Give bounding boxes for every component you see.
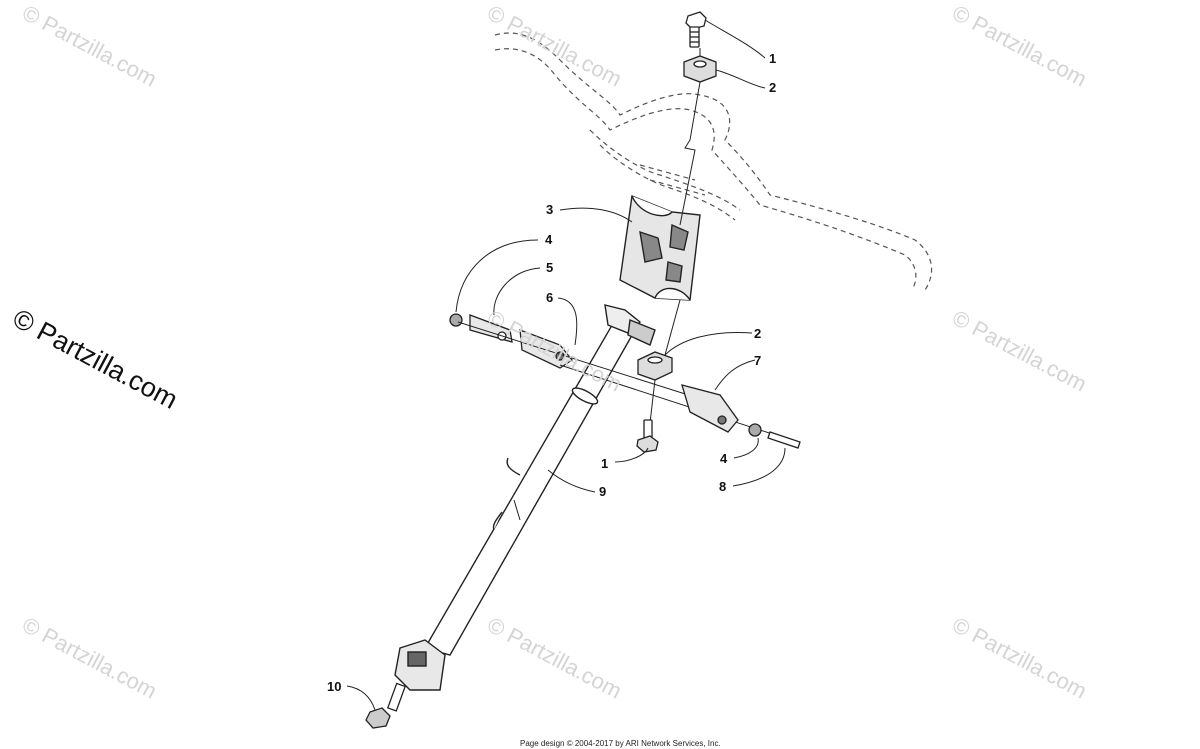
leader-lines xyxy=(346,19,786,711)
callout-8: 8 xyxy=(719,479,727,494)
centerline xyxy=(679,48,701,226)
callout-4-left: 4 xyxy=(545,232,553,247)
callout-1-top: 1 xyxy=(769,51,777,66)
steering-post xyxy=(423,304,656,656)
bolt-top xyxy=(685,11,707,48)
left-linkage xyxy=(449,313,573,369)
footer-credit: Page design © 2004-2017 by ARI Network S… xyxy=(520,739,721,748)
callout-9: 9 xyxy=(599,484,607,499)
bolt-lower xyxy=(636,419,659,453)
callout-10: 10 xyxy=(327,679,342,694)
callout-1-lower: 1 xyxy=(601,456,609,471)
link-rod xyxy=(457,321,721,406)
handlebar-outline xyxy=(494,32,933,291)
callout-5: 5 xyxy=(546,260,554,275)
callout-7: 7 xyxy=(754,353,762,368)
clamp-lower xyxy=(637,351,673,381)
callout-6: 6 xyxy=(546,290,554,305)
callout-4-right: 4 xyxy=(720,451,728,466)
bolt-bottom xyxy=(365,682,406,729)
right-linkage xyxy=(681,384,801,449)
clamp-top xyxy=(683,55,717,83)
callout-3: 3 xyxy=(546,202,554,217)
callout-2-top: 2 xyxy=(769,80,777,95)
callout-2-lower: 2 xyxy=(754,326,762,341)
riser-block xyxy=(619,195,701,301)
post-bottom-clamp xyxy=(394,639,446,691)
